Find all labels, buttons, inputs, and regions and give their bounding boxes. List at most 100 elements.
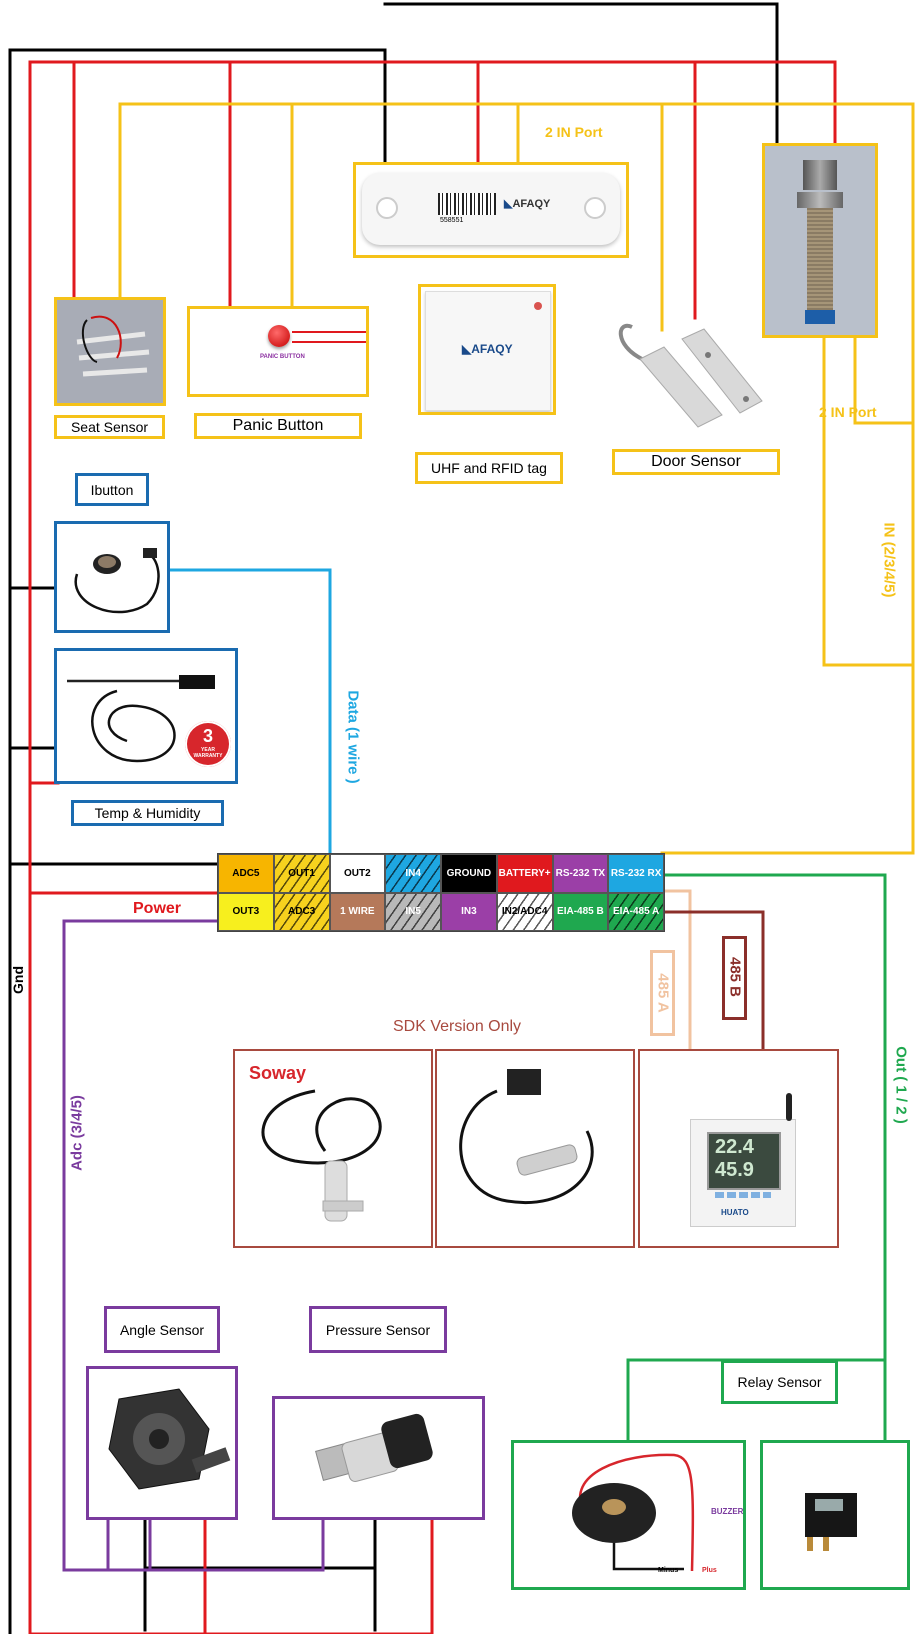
input-wires (118, 102, 915, 855)
pin-battery-: BATTERY+ (496, 854, 553, 893)
status-led-icon (534, 302, 542, 310)
rs485a-wire (660, 889, 692, 1054)
tracker-body: 558551 ◣AFAQY (362, 173, 620, 245)
door-sensor-label: Door Sensor (612, 449, 780, 475)
soway-brand: Soway (249, 1063, 307, 1083)
pin-ground: GROUND (441, 854, 497, 893)
in-2345-label: IN (2/3/4/5) (880, 522, 898, 598)
adc-wires (62, 919, 325, 1572)
buzzer-image: BUZZER Minus Plus (511, 1440, 746, 1590)
probe-cable-icon (261, 1089, 382, 1222)
pin-in5: IN5 (385, 892, 441, 931)
warranty-text: YEAR WARRANTY (193, 747, 223, 759)
uhf-reader-image: ◣AFAQY (418, 284, 556, 415)
antenna-icon (786, 1093, 792, 1121)
plus-text: Plus (702, 1567, 717, 1574)
buzzer-icon (572, 1453, 695, 1572)
afaqy-logo-icon: ◣ (504, 198, 513, 210)
logger-buttons (715, 1192, 771, 1198)
rs485b-tag: 485 B (722, 936, 747, 1020)
pin-rs-232-tx: RS-232 TX (552, 854, 609, 893)
temp-probe-icon (67, 675, 215, 763)
probe-mount-icon (459, 1069, 594, 1204)
out-12-label: Out ( 1 / 2 ) (892, 1046, 910, 1124)
data-wire (168, 568, 332, 855)
sdk-version-label: SDK Version Only (393, 1018, 522, 1035)
rs485b-label: 485 B (726, 956, 744, 998)
relay-image (760, 1440, 910, 1590)
reader-panel: ◣AFAQY (425, 291, 551, 411)
temp-humidity-image: 3 YEAR WARRANTY (54, 648, 238, 784)
tracker-serial: 558551 (440, 217, 464, 224)
pressure-sensor-icon (315, 1413, 433, 1482)
panic-button-image: PANIC BUTTON (187, 306, 369, 397)
ibutton-label: Ibutton (75, 473, 149, 506)
rs485a-label: 485 A (654, 973, 672, 1013)
logger-hum-value: 45.9 (715, 1159, 754, 1181)
ground-wires (8, 2, 779, 1634)
sensor-tip (805, 310, 835, 324)
buzzer-text: BUZZER (711, 1507, 744, 1516)
minus-text: Minus (658, 1567, 679, 1574)
tracker-device-box: 558551 ◣AFAQY (353, 162, 629, 258)
door-sensor-image (618, 323, 763, 428)
relay-sensor-label: Relay Sensor (721, 1360, 838, 1404)
tracker-brand-text: AFAQY (512, 198, 551, 210)
pin-adc3: ADC3 (273, 892, 330, 931)
pin-out1: OUT1 (273, 854, 330, 893)
sensor-nut (803, 160, 837, 190)
warranty-number: 3 (202, 726, 213, 746)
logger-temp-value: 22.4 (715, 1136, 754, 1158)
ibutton-image (54, 521, 170, 633)
tracker-brand: ◣AFAQY (504, 197, 550, 210)
barcode-icon (438, 193, 496, 215)
pin-in2-adc4: IN2/ADC4 (496, 892, 553, 931)
rs485b-wire (660, 910, 765, 1054)
threaded-barrel (807, 208, 833, 322)
pin-rs-232-rx: RS-232 RX (608, 854, 664, 893)
gnd-label: Gnd (10, 966, 26, 994)
afaqy-logo-icon: ◣ (462, 342, 472, 356)
pin-out2: OUT2 (329, 854, 386, 893)
data-logger-image: 22.4 45.9 HUATO (638, 1049, 839, 1248)
pressure-sensor-image (272, 1396, 485, 1520)
pin-eia-485-a: EIA-485 A (608, 892, 664, 931)
pin-out3: OUT3 (218, 892, 274, 931)
pin-in4: IN4 (385, 854, 441, 893)
seat-sensor-image (54, 297, 166, 406)
mount-hole-icon (584, 197, 606, 219)
panic-small-text: PANIC BUTTON (260, 354, 305, 360)
temp-humidity-label: Temp & Humidity (71, 800, 224, 826)
pin-adc5: ADC5 (218, 854, 274, 893)
power-label: Power (133, 900, 182, 917)
panic-button-label: Panic Button (194, 413, 362, 439)
pressure-sensor-label: Pressure Sensor (309, 1306, 447, 1353)
logger-body: 22.4 45.9 HUATO (690, 1119, 796, 1227)
angle-sensor-image (86, 1366, 238, 1520)
reader-brand: ◣AFAQY (462, 342, 513, 356)
relay-icon (805, 1493, 857, 1551)
two-in-port-right-label: 2 IN Port (819, 404, 877, 420)
two-in-port-top-label: 2 IN Port (545, 124, 603, 140)
mount-hole-icon (376, 197, 398, 219)
sensor-nut (797, 192, 843, 208)
proximity-sensor-box (762, 143, 878, 338)
pin-eia-485-b: EIA-485 B (552, 892, 609, 931)
reader-brand-text: AFAQY (471, 342, 513, 356)
logger-screen: 22.4 45.9 (707, 1132, 781, 1190)
ibutton-icon (74, 548, 160, 614)
rs485a-tag: 485 A (650, 950, 675, 1036)
adc-345-label: Adc (3/4/5) (68, 1095, 86, 1171)
panic-button-icon (268, 325, 290, 347)
angle-sensor-icon (108, 1388, 231, 1490)
warranty-badge-icon: 3 YEAR WARRANTY (185, 721, 231, 767)
pin-in3: IN3 (441, 892, 497, 931)
data-1wire-label: Data (1 wire ) (344, 690, 362, 784)
angle-sensor-label: Angle Sensor (104, 1306, 220, 1353)
seat-sensor-label: Seat Sensor (54, 415, 165, 439)
wire-lead (292, 331, 366, 333)
humidity-probe-image (435, 1049, 635, 1248)
